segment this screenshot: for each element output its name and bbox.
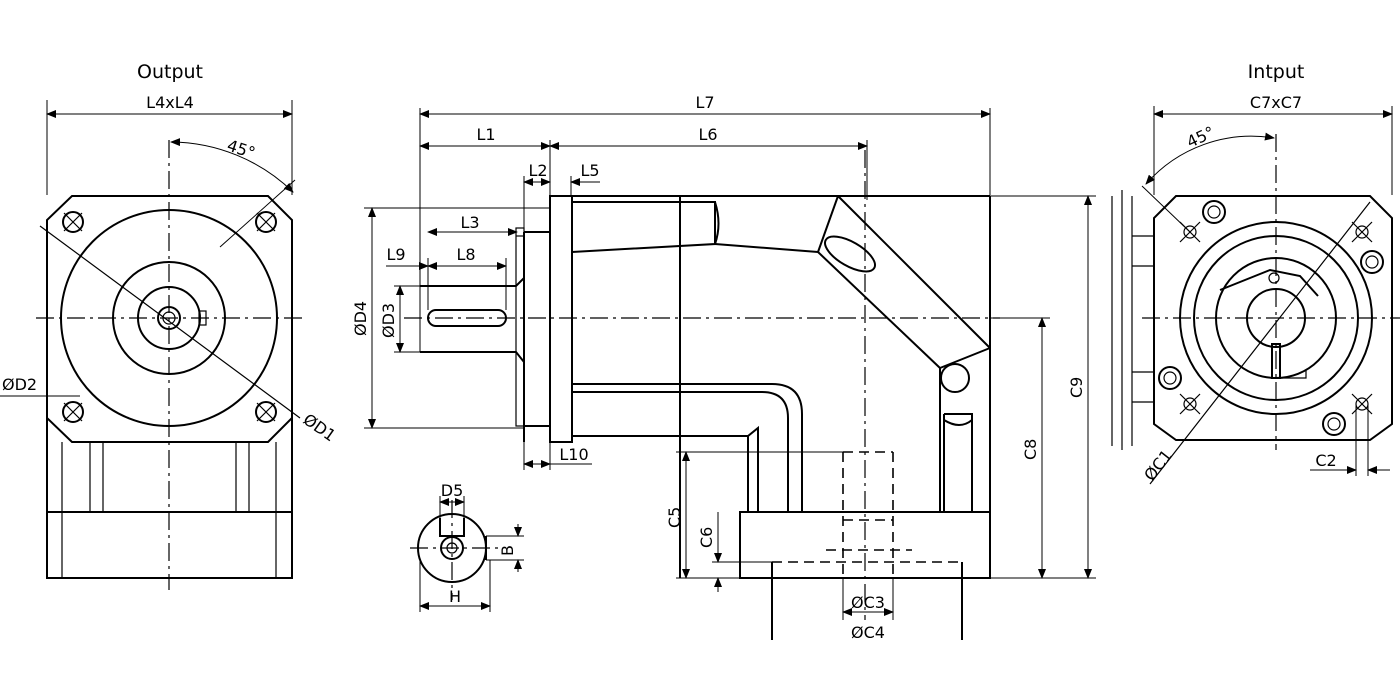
input-view: Intput C7xC7: [1111, 61, 1400, 485]
l2-label: L2: [528, 161, 547, 180]
input-angle-arc: [1145, 132, 1275, 185]
output-angle-label: 45°: [225, 136, 258, 163]
d1-label: ØD1: [300, 410, 340, 446]
c5-label: C5: [665, 507, 684, 528]
input-angle-label: 45°: [1184, 122, 1218, 151]
l10-label: L10: [559, 445, 588, 464]
input-title: Intput: [1248, 61, 1305, 83]
c7xc7-label: C7xC7: [1250, 93, 1302, 112]
l6-label: L6: [698, 125, 717, 144]
c1-label: ØC1: [1140, 446, 1176, 484]
c4-label: ØC4: [851, 623, 885, 642]
output-flange-outline: [46, 195, 293, 443]
output-shaft-side: [420, 275, 525, 365]
input-flange-outline: [1153, 195, 1393, 441]
l8-label: L8: [456, 245, 475, 264]
side-view: L7 L1 L6 L2 L5 L3 L9 L8: [351, 93, 1096, 642]
c3-label: ØC3: [851, 593, 885, 612]
b-label: B: [498, 545, 517, 556]
gear-housing: [571, 195, 991, 579]
d3-label: ØD3: [379, 303, 398, 338]
l9-label: L9: [386, 245, 405, 264]
c6-label: C6: [697, 527, 716, 548]
l1-label: L1: [476, 125, 495, 144]
c8-label: C8: [1021, 439, 1040, 460]
h-label: H: [449, 587, 461, 606]
d1-leader: [39, 225, 301, 419]
d4-label: ØD4: [351, 301, 370, 336]
input-clamp-screws: [1158, 200, 1384, 436]
output-view: Output L4xL4: [0, 61, 339, 590]
l4xl4-label: L4xL4: [146, 93, 194, 112]
d2-label: ØD2: [2, 375, 37, 394]
l7-label: L7: [695, 93, 714, 112]
d5-label: D5: [441, 481, 464, 500]
c1-leader: [1149, 201, 1371, 485]
l3-label: L3: [460, 213, 479, 232]
output-title: Output: [137, 61, 203, 83]
output-mounting-holes: [62, 211, 277, 423]
c9-label: C9: [1067, 377, 1086, 398]
shaft-key-detail: D5 B H: [410, 481, 524, 612]
output-angle-arc: [170, 138, 294, 193]
c2-label: C2: [1315, 451, 1336, 470]
l5-label: L5: [580, 161, 599, 180]
side-flange-plate: [549, 195, 573, 443]
